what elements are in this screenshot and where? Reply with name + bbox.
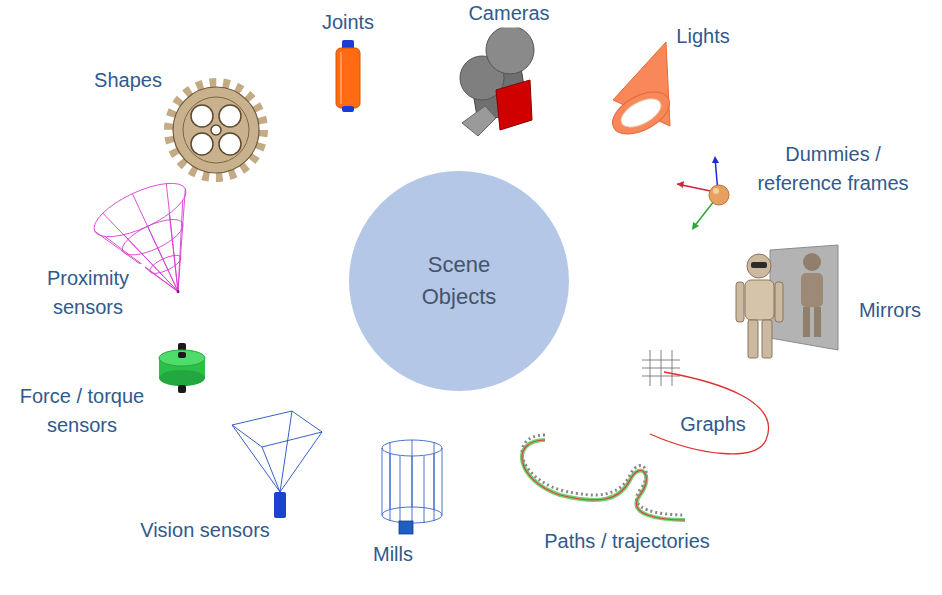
mirror-panel <box>803 253 821 271</box>
mirror-panel <box>745 280 774 320</box>
mill-cylinder <box>382 448 383 515</box>
vision-sensor <box>262 447 280 492</box>
gear-shape <box>211 125 221 135</box>
mirror-panel <box>736 282 744 322</box>
light-cone <box>606 42 677 143</box>
mirror-panel <box>770 245 838 350</box>
proximity-sensor <box>140 189 223 292</box>
gear-shape <box>183 97 249 163</box>
mirror-panel <box>748 320 758 358</box>
gear-shape <box>169 83 263 177</box>
dummy-frame <box>692 222 699 230</box>
gear-shape <box>169 83 263 177</box>
vision-sensor <box>232 411 322 447</box>
mirror-panel <box>747 254 771 278</box>
dummy-frame <box>709 185 729 205</box>
object-label: Graphs <box>678 410 748 439</box>
dummy-frame <box>677 156 729 230</box>
mill-cylinder <box>434 442 435 509</box>
proximity-sensor <box>176 290 180 294</box>
mill-cylinder <box>382 440 442 534</box>
mirror-panel <box>762 320 772 358</box>
graph-icon <box>642 350 769 454</box>
gear-shape <box>219 133 241 155</box>
object-label: Mills <box>371 540 415 569</box>
object-label: Vision sensors <box>138 516 272 545</box>
gear-shape <box>219 105 241 127</box>
proximity-sensor <box>135 184 210 292</box>
joint-cylinder <box>336 40 360 112</box>
mill-cylinder <box>400 456 401 523</box>
object-label: Dummies / reference frames <box>751 140 915 198</box>
mirror-panel <box>803 307 810 337</box>
vision-sensor <box>232 411 322 518</box>
force-sensor <box>159 343 205 393</box>
graph-icon <box>642 350 680 386</box>
graph-icon <box>650 372 769 454</box>
vision-sensor <box>280 411 292 492</box>
dummy-frame <box>713 188 719 194</box>
path-trajectory <box>522 440 685 520</box>
mill-cylinder <box>424 456 425 523</box>
light-cone <box>616 93 665 133</box>
object-label: Force / torque sensors <box>5 382 159 440</box>
camera-icon <box>462 106 496 136</box>
object-label: Shapes <box>92 66 164 95</box>
mirror-panel <box>751 262 767 268</box>
object-label: Paths / trajectories <box>542 527 712 556</box>
mirror-panel <box>814 307 821 337</box>
mill-cylinder <box>390 442 391 509</box>
vision-sensor <box>274 492 286 518</box>
path-trajectory <box>522 435 685 520</box>
object-label: Proximity sensors <box>31 264 145 322</box>
mill-cylinder <box>442 448 443 515</box>
mill-cylinder <box>399 521 413 534</box>
mill-cylinder <box>412 440 413 507</box>
scene-circle: Scene Objects <box>348 170 570 392</box>
proximity-sensor <box>144 200 217 292</box>
path-trajectory <box>522 435 685 515</box>
gear-shape <box>191 105 213 127</box>
object-label: Joints <box>320 8 376 37</box>
camera-icon <box>496 80 532 130</box>
object-label: Lights <box>674 22 731 51</box>
joint-cylinder <box>336 48 360 108</box>
force-sensor <box>159 370 205 386</box>
joint-cylinder <box>340 52 342 104</box>
gear-shape <box>173 87 259 173</box>
graph-icon <box>650 350 651 386</box>
force-sensor <box>159 350 205 366</box>
dummy-frame <box>677 181 684 188</box>
path-trajectory <box>522 440 685 520</box>
object-label: Cameras <box>466 0 551 28</box>
vision-sensor <box>280 432 322 492</box>
force-sensor <box>178 385 186 393</box>
mirror-panel <box>775 282 783 322</box>
mirror-panel <box>801 273 823 307</box>
gear-shape <box>191 133 213 155</box>
force-sensor <box>178 352 186 358</box>
mirror-panel <box>736 245 838 358</box>
vision-sensor <box>232 411 322 492</box>
circle-fill <box>349 171 569 391</box>
vision-sensor <box>232 425 280 492</box>
node-title: Scene Objects <box>409 249 509 313</box>
joint-cylinder <box>342 106 354 112</box>
object-label: Mirrors <box>857 296 923 325</box>
light-cone <box>606 83 677 142</box>
camera-icon <box>460 26 534 136</box>
graph-icon <box>672 350 673 386</box>
camera-icon <box>486 26 534 74</box>
graph-icon <box>661 350 662 386</box>
circle-outline <box>348 170 570 392</box>
dummy-frame <box>712 156 719 163</box>
